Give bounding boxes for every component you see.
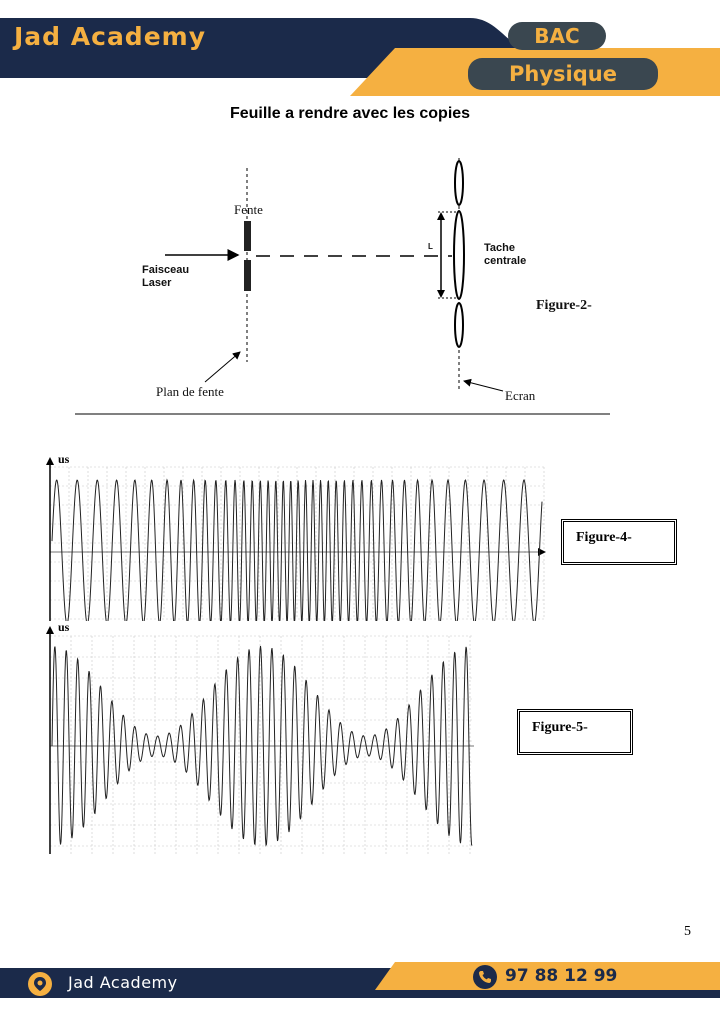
figure4-caption: Figure-4- <box>576 530 632 545</box>
label-ecran: Ecran <box>505 388 536 403</box>
figure4-oscillogram <box>46 457 546 621</box>
page-number: 5 <box>684 924 691 939</box>
footer-brand: Jad Academy <box>68 973 178 992</box>
central-spot <box>453 210 465 300</box>
label-tache: Tache centrale <box>484 242 527 267</box>
slit-plate-top <box>244 221 251 251</box>
side-fringe-top <box>454 160 464 206</box>
figure5-caption-box: Figure-5- <box>517 709 633 755</box>
bac-badge: BAC <box>508 22 606 50</box>
figure5-axis-label: us <box>58 620 70 634</box>
brand-title: Jad Academy <box>14 22 207 51</box>
plan-arrow <box>204 351 241 383</box>
fm-signal-trace <box>51 478 543 621</box>
label-faisceau: Faisceau Laser <box>142 264 190 289</box>
figure2-diagram <box>75 158 610 415</box>
figure4-axis-label: us <box>58 452 70 466</box>
ecran-arrow <box>463 378 504 392</box>
figure4-caption-box: Figure-4- <box>561 519 677 565</box>
label-plan-de-fente: Plan de fente <box>156 384 224 399</box>
figure5-oscillogram <box>46 626 474 854</box>
slit-plate-bottom <box>244 260 251 291</box>
footer-phone[interactable]: 97 88 12 99 <box>505 966 618 986</box>
footer-banner <box>0 962 720 998</box>
subject-badge: Physique <box>468 58 658 90</box>
label-L: L <box>428 242 433 251</box>
figure5-caption: Figure-5- <box>532 720 588 735</box>
side-fringe-bottom <box>454 302 464 348</box>
am-signal-trace <box>51 645 473 847</box>
sheet-title: Feuille a rendre avec les copies <box>229 105 471 122</box>
phone-icon <box>473 965 497 989</box>
label-fente: Fente <box>234 202 263 217</box>
figure2-caption: Figure-2- <box>536 298 592 313</box>
logo-icon <box>28 972 52 996</box>
